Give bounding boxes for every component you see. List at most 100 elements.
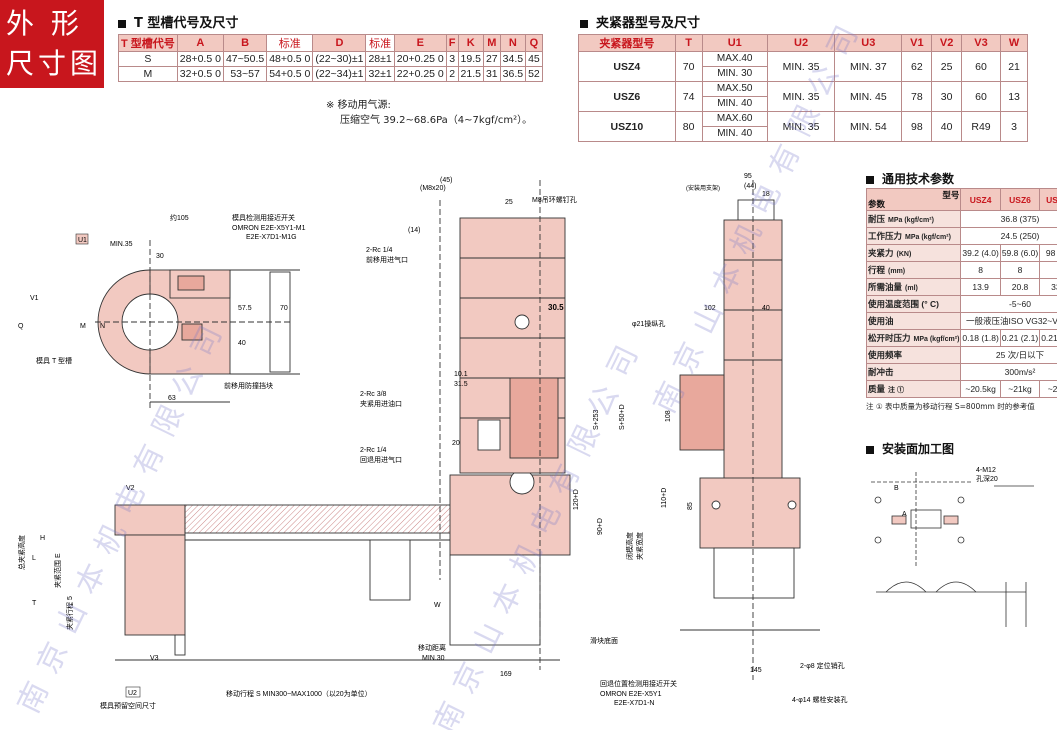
back-sensor-model2: E2E-X7D1-N [614,700,654,707]
clamp-cell: R49 [960,111,1002,142]
spec-value: 39.2 (4.0) [960,244,1001,262]
dim-v2: V2 [126,485,135,492]
clamp-cell: 40 [931,111,962,142]
clamp-stroke-label: 夹紧行程 5 [65,596,74,630]
spec-param-label: 使用油 [865,312,962,330]
back-sensor-label: 回退位置检测用接近开关 [600,679,677,688]
tslot-header: A [176,34,224,52]
clamp-in-label: 夹紧用进油口 [360,399,402,408]
sensor-top-label: 模具检测用接近开关 [232,213,295,222]
clamp-cell: USZ4 [578,51,676,82]
dim-w: W [434,602,441,609]
table-row: 所需油量(ml)13.920.833.1 [865,278,1057,296]
clamp-cell: USZ6 [578,81,676,112]
clamp-cell: 21 [1000,51,1028,82]
clamp-cell: MIN. 37 [834,51,903,82]
mold-space-label: 模具预留空间尺寸 [100,701,156,710]
dim-18: 18 [762,191,770,198]
dim-m: M [80,323,86,330]
clamp-cell: 78 [901,81,933,112]
spec-value: 25 次/日以下 [960,346,1057,364]
clamp-cell: USZ10 [578,111,676,142]
clamp-width-label: 夹紧宽度 [635,532,644,560]
dim-40: 40 [238,340,246,347]
rc14-back-label: 2-Rc 1/4 [360,447,387,454]
bolt-hole-label: 4-φ14 螺栓安装孔 [792,695,848,704]
tslot-cell: 21.5 [457,66,484,82]
clamp-cell: 70 [674,51,703,82]
dim-30: 30 [156,253,164,260]
tslot-cell: 54+0.5 0 [266,66,314,82]
dim-s253: S+253 [593,409,600,430]
mount-heading: 安装面加工图 [866,440,954,457]
dim-m8x20: (M8x20) [420,185,446,192]
dim-u2: U2 [128,690,137,697]
dim-a: A [902,511,907,518]
clamp-header: U1 [701,34,768,52]
slide-surface-label: 滑块底面 [590,636,618,645]
front-stop-label: 前移用防撞挡块 [224,381,273,390]
clamp-cell: 60 [960,51,1002,82]
tslot-cell: 22+0.25 0 [393,66,447,82]
front-view [114,180,571,670]
clamp-cell: 25 [931,51,962,82]
clamp-header: 夹紧器型号 [578,34,676,52]
air-note-1: ※ 移动用气源: [326,100,391,111]
dim-hole-depth: 孔深20 [976,474,998,483]
clamp-cell: 80 [674,111,703,142]
spec-value: 0.18 (1.8) [960,329,1001,347]
sensor-top-model1: OMRON E2E-X5Y1-M1 [232,225,306,232]
dim-169: 169 [500,671,512,678]
spec-value: ~20.5kg [960,380,1001,398]
square-bullet-icon [866,175,874,184]
u2-box [125,686,141,698]
dim-575: 57.5 [238,305,252,312]
table-row: MIN. 40 [579,126,1028,142]
stroke-label: 移动行程 S MIN300~MAX1000（以20为单位） [226,689,372,698]
dim-25: 25 [505,199,513,206]
dim-40b: 40 [762,305,770,312]
tslot-header: 标准 [266,34,314,52]
dim-4m12: 4-M12 [976,467,996,474]
spec-value: 59.8 (6.0) [999,244,1041,262]
spec-value: 33.1 [1039,278,1057,296]
u1-box [75,233,89,245]
spec-corner: 型号 参数 [865,188,962,211]
spec-value: 13.9 [960,278,1001,296]
clamp-heading: 夹紧器型号及尺寸 [580,12,700,31]
spec-value: 20.8 [999,278,1041,296]
clamp-height-label: 总夹紧高度 [17,535,26,570]
square-bullet-icon [580,19,588,28]
title-line-1: 外 形 [6,7,83,40]
spec-value: 8 [960,261,1001,279]
tslot-cell: 32+0.5 0 [176,66,224,82]
dim-b: B [894,485,899,492]
mount-surface-drawing: 4-M12 孔深20 B A [871,467,1034,627]
mount-hole [874,536,882,544]
clamp-header: U2 [766,34,836,52]
tslot-cell: 27 [482,51,501,67]
tslot-cell: 3 [445,51,459,67]
dim-120: 120+D [573,489,580,510]
dim-31-5: 31.5 [454,381,468,388]
tslot-cell: 19.5 [457,51,484,67]
back-air-in-label: 回退用进气口 [360,455,402,464]
tslot-header: F [445,34,459,52]
spec-value: 8 [999,261,1041,279]
front-air-in-label: 前移用进气口 [366,255,408,264]
tslot-cell: (22~34)±1 [312,66,367,82]
clamp-cell: MIN. 45 [834,81,903,112]
dim-t: T [32,600,37,607]
side-view [679,180,820,680]
